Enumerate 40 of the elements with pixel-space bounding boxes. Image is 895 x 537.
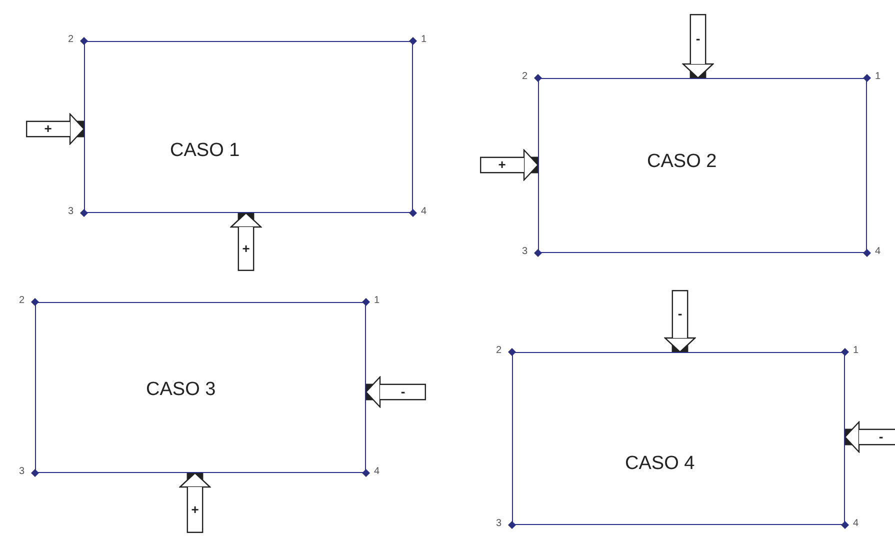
vertex-number: 4 xyxy=(421,206,427,218)
rectangle-box xyxy=(538,78,867,253)
vertex-number: 3 xyxy=(522,246,528,258)
edge-label: + xyxy=(43,122,53,134)
edge-label: - xyxy=(400,386,406,398)
vertex-number: 1 xyxy=(875,71,881,83)
block-arrow xyxy=(26,113,85,145)
case-label: CASO 3 xyxy=(146,379,216,401)
case-label: CASO 1 xyxy=(170,140,240,162)
vertex-number: 1 xyxy=(853,345,859,357)
edge-label: + xyxy=(241,242,251,254)
case-label: CASO 2 xyxy=(647,151,717,173)
vertex-number: 2 xyxy=(496,345,502,357)
edge-label: + xyxy=(190,504,200,516)
block-arrow xyxy=(230,212,262,271)
block-arrow xyxy=(682,14,714,79)
edge-label: - xyxy=(676,308,684,320)
vertex-number: 3 xyxy=(68,206,74,218)
vertex-number: 2 xyxy=(19,295,25,307)
vertex-number: 2 xyxy=(68,34,74,46)
edge-label: - xyxy=(694,32,702,44)
vertex-number: 4 xyxy=(374,466,380,478)
case-label: CASO 4 xyxy=(625,453,695,475)
block-arrow xyxy=(365,376,426,408)
vertex-number: 3 xyxy=(496,518,502,530)
vertex-number: 4 xyxy=(875,246,881,258)
block-arrow xyxy=(179,472,211,533)
rectangle-box xyxy=(84,41,413,213)
edge-label: - xyxy=(878,430,884,442)
vertex-number: 3 xyxy=(19,466,25,478)
edge-label: + xyxy=(497,158,507,170)
block-arrow xyxy=(844,421,895,453)
block-arrow xyxy=(664,290,696,353)
vertex-number: 4 xyxy=(853,518,859,530)
vertex-number: 1 xyxy=(374,295,380,307)
vertex-number: 1 xyxy=(421,34,427,46)
block-arrow xyxy=(480,149,539,181)
rectangle-box xyxy=(512,352,845,525)
rectangle-box xyxy=(35,302,366,473)
vertex-number: 2 xyxy=(522,71,528,83)
